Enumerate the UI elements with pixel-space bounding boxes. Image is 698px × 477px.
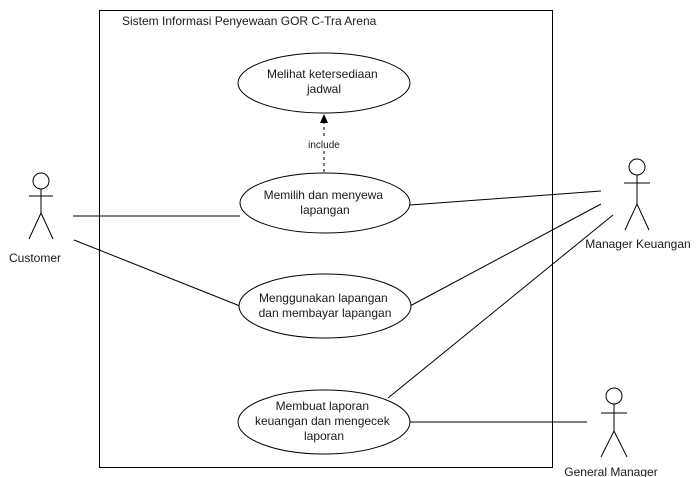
actor-general-manager-label: General Manager [564,465,657,477]
association-customer-menggunakan [73,239,241,307]
stick-figure-icon [28,172,54,240]
usecase-menggunakan-dan-membayar-lapangan: Menggunakan lapangan dan membayar lapang… [238,273,412,339]
actor-manager-keuangan: Manager Keuangan [585,158,691,251]
stick-figure-icon [600,387,628,458]
svg-text:Membuat laporan keuangan: Membuat laporan keuangan dan mengecek la… [255,399,393,443]
usecase-melihat-line-2: jadwal [306,82,341,96]
svg-text:Melihat ketersediaan jad: Melihat ketersediaan jadwal [267,67,381,96]
usecase-membuat-line-2: keuangan dan mengecek [255,414,391,428]
association-membuat-manager [387,214,614,399]
association-memilih-manager [409,190,602,206]
usecase-membuat-line-1: Membuat laporan [276,399,369,413]
actor-customer-label: Customer [9,251,61,265]
association-menggunakan-manager [409,203,602,307]
usecase-melihat-line-1: Melihat ketersediaan [267,67,378,81]
usecase-membuat-laporan-keuangan: Membuat laporan keuangan dan mengecek la… [237,389,411,455]
system-title: Sistem Informasi Penyewaan GOR C-Tra Are… [122,14,377,28]
svg-text:Menggunakan lapangan dan: Menggunakan lapangan dan membayar lapang… [259,291,392,320]
include-arrowhead [320,114,328,123]
usecase-memilih-line-2: lapangan [300,203,349,217]
stick-figure-icon [624,158,650,231]
actor-manager-keuangan-label: Manager Keuangan [585,237,690,251]
usecase-memilih-line-1: Memilih dan menyewa [264,188,384,202]
usecase-melihat-ketersediaan-jadwal: Melihat ketersediaan jadwal [237,52,411,114]
svg-text:Memilih dan menyewa lapa: Memilih dan menyewa lapangan [264,188,387,217]
actor-customer: Customer [9,172,61,265]
usecase-menggunakan-line-1: Menggunakan lapangan [259,291,388,305]
usecase-menggunakan-line-2: dan membayar lapangan [259,306,392,320]
include-label-bg [303,137,345,151]
actor-general-manager: General Manager [564,387,658,477]
include-label: include [308,140,340,151]
system-boundary [99,10,553,468]
usecase-membuat-line-3: laporan [304,429,344,443]
usecase-memilih-dan-menyewa-lapangan: Memilih dan menyewa lapangan [239,172,411,234]
